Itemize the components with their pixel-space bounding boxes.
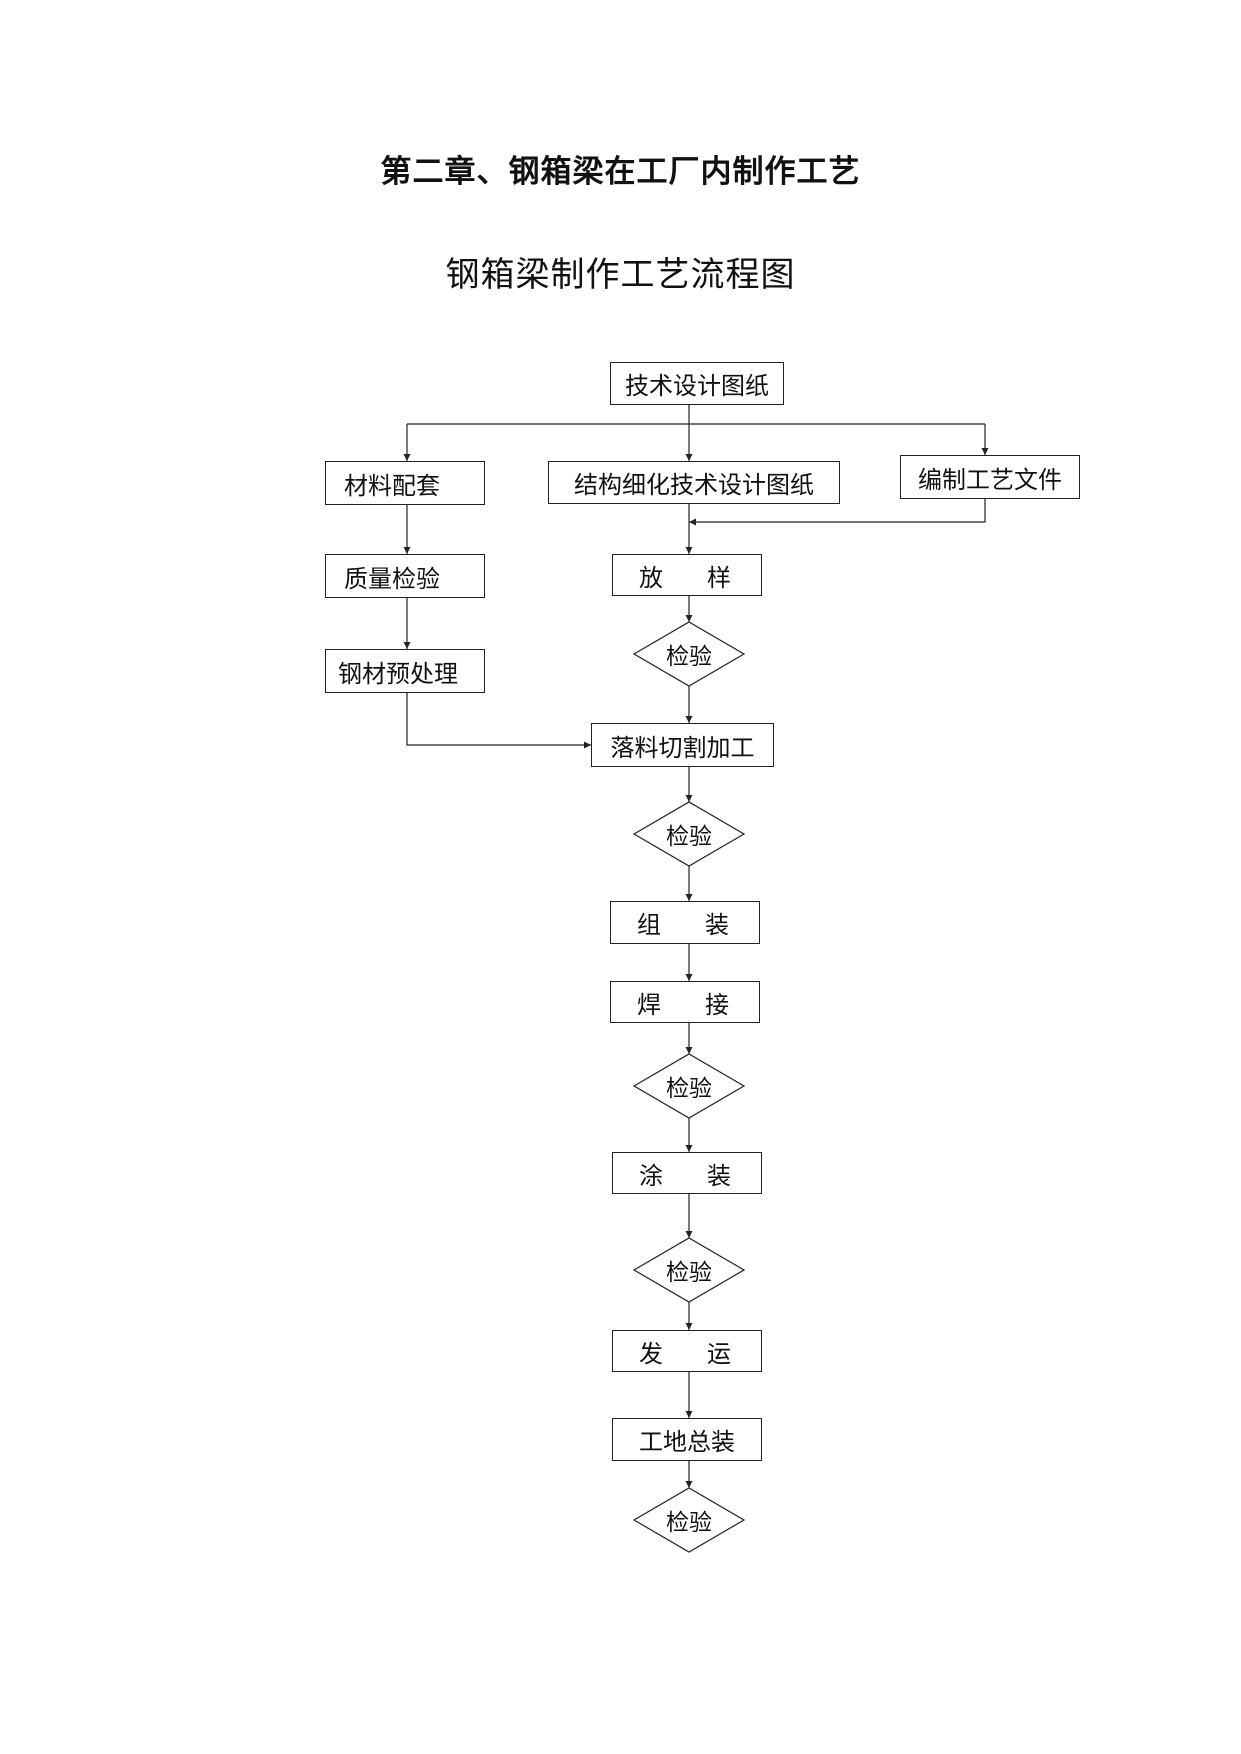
detail-design-box[interactable]: 结构细化技术设计图纸	[548, 461, 840, 504]
inspection-diamond-3	[632, 1053, 746, 1119]
painting-box[interactable]: 涂 装	[612, 1152, 762, 1194]
design-drawings-box[interactable]: 技术设计图纸	[610, 362, 784, 405]
welding-label-1: 焊	[637, 990, 661, 1019]
assembly-box[interactable]: 组 装	[610, 901, 760, 944]
cutting-box[interactable]: 落料切割加工	[591, 723, 774, 767]
shipping-label-1: 发	[639, 1339, 663, 1368]
welding-box[interactable]: 焊 接	[610, 981, 760, 1023]
lofting-label-2: 样	[707, 563, 731, 592]
shipping-box[interactable]: 发 运	[612, 1330, 762, 1372]
site-assembly-label: 工地总装	[639, 1428, 735, 1456]
shipping-label-2: 运	[707, 1339, 731, 1368]
welding-label-2: 接	[705, 990, 729, 1019]
connector-process-docs-return	[689, 499, 986, 526]
quality-check-box[interactable]: 质量检验	[325, 554, 485, 598]
steel-pretreatment-box[interactable]: 钢材预处理	[325, 649, 485, 693]
lofting-box[interactable]: 放 样	[612, 554, 762, 596]
inspection-label-4: 检验	[666, 1260, 712, 1286]
inspection-label-3: 检验	[666, 1076, 712, 1102]
inspection-node-4[interactable]: 检验	[634, 1238, 744, 1302]
inspection-node-1[interactable]: 检验	[634, 622, 744, 686]
inspection-label-2: 检验	[666, 824, 712, 850]
process-docs-label: 编制工艺文件	[918, 465, 1062, 494]
connector-pretreatment-to-cutting	[406, 693, 591, 749]
material-matching-label: 材料配套	[344, 471, 440, 500]
steel-pretreatment-label: 钢材预处理	[338, 659, 458, 688]
assembly-label-2: 装	[705, 911, 729, 939]
inspection-diamond-4	[632, 1237, 746, 1303]
detail-design-label: 结构细化技术设计图纸	[574, 471, 814, 499]
inspection-node-3[interactable]: 检验	[634, 1054, 744, 1118]
process-docs-box[interactable]: 编制工艺文件	[900, 455, 1080, 499]
inspection-node-2[interactable]: 检验	[634, 802, 744, 866]
material-matching-box[interactable]: 材料配套	[325, 461, 485, 505]
site-assembly-box[interactable]: 工地总装	[612, 1418, 762, 1461]
cutting-label: 落料切割加工	[610, 733, 755, 762]
diagram-title: 钢箱梁制作工艺流程图	[445, 255, 796, 295]
painting-label-1: 涂	[639, 1161, 663, 1190]
assembly-label-1: 组	[637, 911, 661, 939]
quality-check-label: 质量检验	[344, 564, 440, 593]
lofting-label-1: 放	[639, 563, 663, 592]
inspection-node-5[interactable]: 检验	[634, 1488, 744, 1552]
design-drawings-label: 技术设计图纸	[625, 372, 769, 400]
inspection-diamond-1	[632, 621, 746, 687]
inspection-label-1: 检验	[666, 644, 712, 670]
painting-label-2: 装	[707, 1161, 731, 1190]
inspection-diamond-5	[632, 1487, 746, 1553]
inspection-diamond-2	[632, 801, 746, 867]
chapter-title: 第二章、钢箱梁在工厂内制作工艺	[380, 154, 861, 190]
inspection-label-5: 检验	[666, 1510, 712, 1536]
